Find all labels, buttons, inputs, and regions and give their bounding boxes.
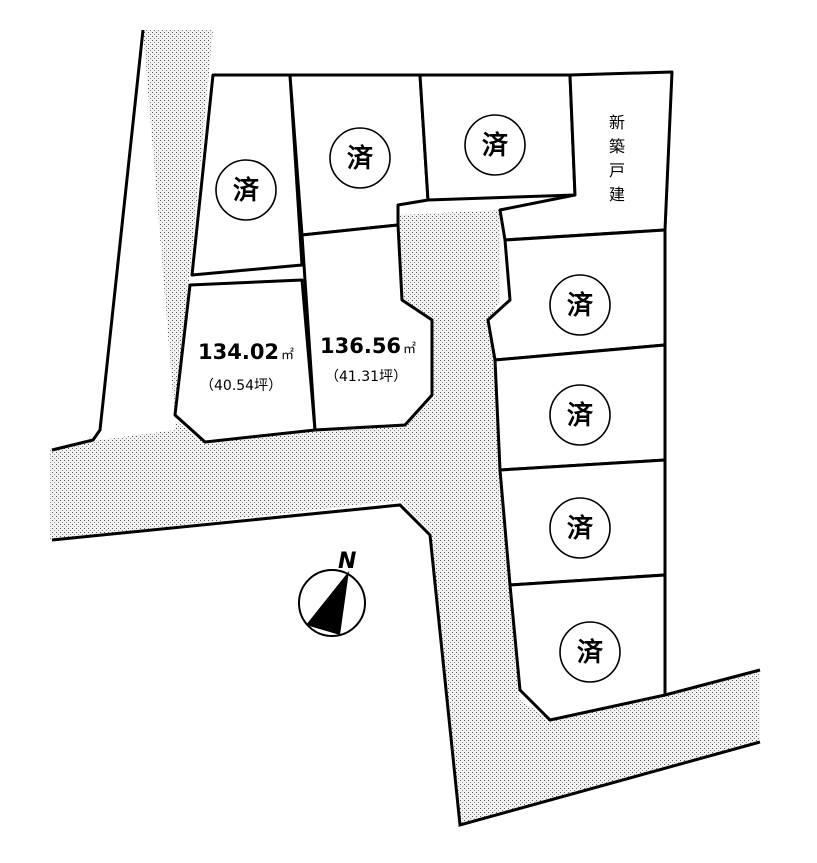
svg-text:新: 新: [609, 113, 625, 132]
lot-available-b: [300, 223, 434, 432]
svg-text:済: 済: [233, 175, 260, 206]
svg-text:済: 済: [567, 400, 594, 431]
svg-text:済: 済: [567, 290, 594, 321]
road-edge-south: [51, 503, 761, 827]
compass-icon: N: [298, 549, 366, 637]
svg-text:（41.31坪）: （41.31坪）: [325, 369, 407, 385]
sold-marker: 済: [559, 621, 621, 683]
road-north-west: [50, 30, 760, 825]
svg-text:済: 済: [567, 513, 594, 544]
lots: [173, 70, 674, 722]
sold-marker: 済: [549, 274, 611, 336]
sold-marker: 済: [215, 159, 277, 221]
sold-marker: 済: [549, 384, 611, 446]
sold-marker: 済: [549, 497, 611, 559]
sold-marker: 済: [329, 127, 391, 189]
sold-markers: 済 済 済 済 済 済 済: [215, 114, 621, 683]
svg-text:戸: 戸: [609, 161, 625, 180]
svg-text:（40.54坪）: （40.54坪）: [200, 378, 282, 394]
svg-text:築: 築: [609, 137, 625, 156]
roads: [50, 29, 761, 827]
sold-marker: 済: [464, 114, 526, 176]
road-edge-east: [664, 668, 761, 697]
svg-text:建: 建: [609, 185, 625, 204]
road-edge-west: [51, 29, 145, 452]
svg-text:済: 済: [577, 637, 604, 668]
svg-text:N: N: [338, 549, 356, 574]
lot-available-a: [173, 278, 317, 444]
new-house-label: 新 築 戸 建: [609, 113, 625, 204]
svg-text:済: 済: [482, 130, 509, 161]
svg-text:済: 済: [347, 143, 374, 174]
